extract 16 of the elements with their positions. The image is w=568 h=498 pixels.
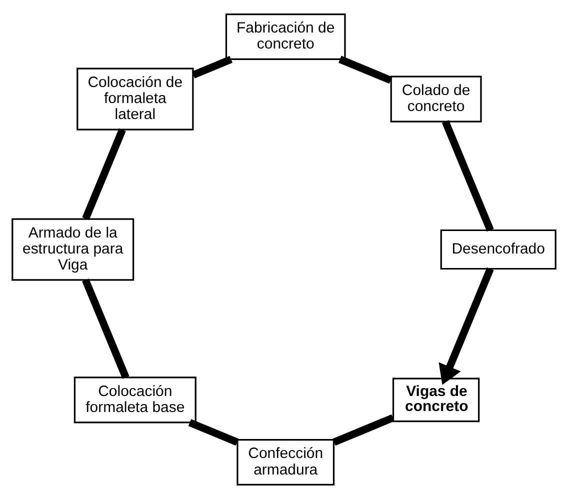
- connector: [188, 418, 239, 446]
- connector: [82, 278, 130, 378]
- node-box: Confección armadura: [236, 438, 335, 486]
- connector: [82, 128, 126, 220]
- node-box: Desencofrado: [440, 228, 556, 270]
- node-box: Colocación de formaleta lateral: [76, 67, 194, 130]
- connector: [192, 55, 232, 78]
- connector: [442, 120, 494, 232]
- node-box: Colado de concreto: [390, 75, 482, 122]
- node-box: Vigas de concreto: [392, 377, 480, 422]
- connector: [332, 414, 394, 446]
- connector: [338, 55, 392, 84]
- arrow: [438, 266, 494, 384]
- node-box: Armado de la estructura para Viga: [12, 218, 134, 280]
- node-box: Colocación formaleta base: [74, 376, 196, 423]
- node-box: Fabricación de concreto: [225, 12, 346, 60]
